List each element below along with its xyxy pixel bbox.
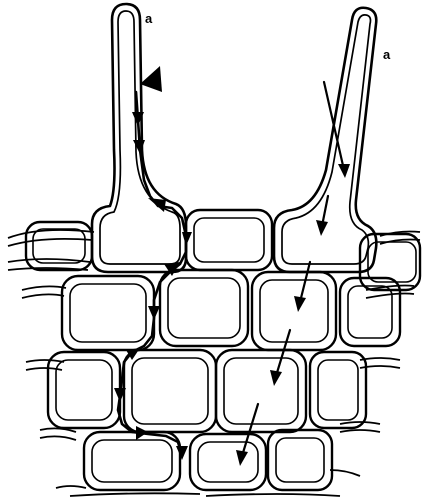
cytoplasm-pathway-right [236, 82, 350, 466]
cell-row-2 [62, 270, 400, 350]
cell-row-3 [48, 350, 366, 432]
right-root-hair [274, 8, 376, 272]
left-hair-label: a [145, 11, 153, 26]
right-hair-label: a [383, 47, 391, 62]
cell-row-4 [84, 430, 332, 490]
wall-pathway-left [114, 66, 192, 460]
